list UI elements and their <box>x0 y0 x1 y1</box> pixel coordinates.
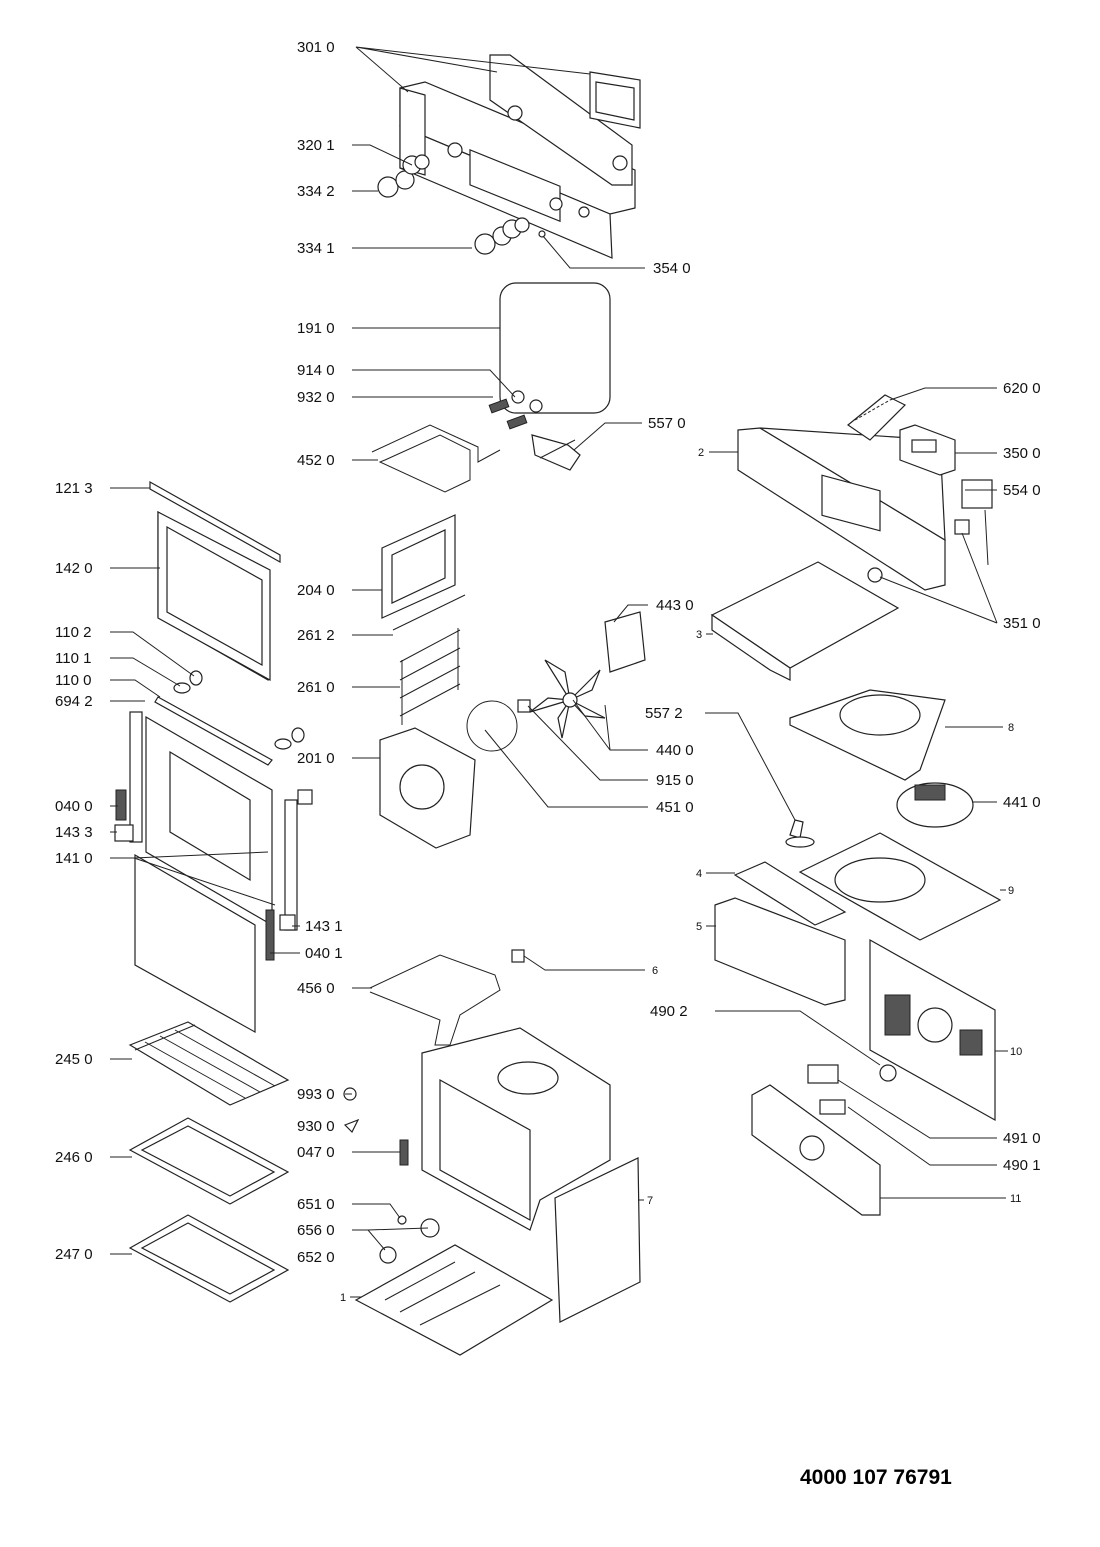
label-143-1: 143 1 <box>305 918 343 935</box>
label-1: 1 <box>340 1292 346 1304</box>
label-201-0: 201 0 <box>297 750 335 767</box>
label-440-0: 440 0 <box>656 742 694 759</box>
label-651-0: 651 0 <box>297 1196 335 1213</box>
part-labels: 301 0 320 1 334 2 334 1 354 0 191 0 914 … <box>55 39 1041 1304</box>
door-washers <box>154 670 305 766</box>
label-652-0: 652 0 <box>297 1249 335 1266</box>
label-246-0: 246 0 <box>55 1149 93 1166</box>
label-4: 4 <box>696 868 702 880</box>
label-10: 10 <box>1010 1046 1022 1058</box>
terminal-block <box>846 394 907 441</box>
label-915-0: 915 0 <box>656 772 694 789</box>
label-456-0: 456 0 <box>297 980 335 997</box>
label-040-1: 040 1 <box>305 945 343 962</box>
back-plate-201 <box>379 727 476 849</box>
label-490-1: 490 1 <box>1003 1157 1041 1174</box>
relay <box>867 479 993 583</box>
label-5: 5 <box>696 921 702 933</box>
label-557-2: 557 2 <box>645 705 683 722</box>
label-191-0: 191 0 <box>297 320 335 337</box>
label-245-0: 245 0 <box>55 1051 93 1068</box>
label-2: 2 <box>698 447 704 459</box>
label-334-1: 334 1 <box>297 240 335 257</box>
side-rails <box>399 628 461 725</box>
door-inner <box>114 711 313 961</box>
circular-element-and-fan <box>466 611 646 752</box>
label-334-2: 334 2 <box>297 183 335 200</box>
timer <box>899 424 956 476</box>
label-441-0: 441 0 <box>1003 794 1041 811</box>
lower-element-456 <box>369 949 525 1046</box>
label-261-2: 261 2 <box>297 627 335 644</box>
label-451-0: 451 0 <box>656 799 694 816</box>
label-247-0: 247 0 <box>55 1246 93 1263</box>
label-6: 6 <box>652 965 658 977</box>
rear-panel-10 <box>869 938 996 1122</box>
label-110-1: 110 1 <box>55 650 91 667</box>
document-number: 4000 107 76791 <box>800 1466 952 1489</box>
label-143-3: 143 3 <box>55 824 93 841</box>
label-932-0: 932 0 <box>297 389 335 406</box>
label-993-0: 993 0 <box>297 1086 335 1103</box>
label-9: 9 <box>1008 885 1014 897</box>
thermostat <box>531 434 581 471</box>
label-047-0: 047 0 <box>297 1144 335 1161</box>
label-142-0: 142 0 <box>55 560 93 577</box>
label-261-0: 261 0 <box>297 679 335 696</box>
display-frame <box>589 71 641 129</box>
label-7: 7 <box>647 1195 653 1207</box>
bottom-panel-1 <box>354 1244 554 1356</box>
label-141-0: 141 0 <box>55 850 93 867</box>
label-491-0: 491 0 <box>1003 1130 1041 1147</box>
label-040-0: 040 0 <box>55 798 93 815</box>
door-outer-glass <box>149 480 281 682</box>
label-11: 11 <box>1010 1193 1021 1205</box>
oven-racks-and-trays <box>128 1021 290 1303</box>
grill-element <box>371 390 543 493</box>
label-443-0: 443 0 <box>656 597 694 614</box>
label-930-0: 930 0 <box>297 1118 335 1135</box>
oven-cavity <box>343 1027 641 1323</box>
leader-lines <box>110 46 1008 1298</box>
label-204-0: 204 0 <box>297 582 335 599</box>
ducts-4-5 <box>714 861 847 1006</box>
cover-3 <box>710 561 900 681</box>
door-gasket <box>499 282 611 414</box>
back-panel-2 <box>737 427 946 591</box>
door-glass-inner <box>134 853 256 1034</box>
label-320-1: 320 1 <box>297 137 335 154</box>
back-guard-204 <box>381 514 466 631</box>
top-panel-9 <box>798 832 1002 941</box>
label-3: 3 <box>696 629 702 641</box>
label-557-0: 557 0 <box>648 415 686 432</box>
control-panel <box>399 81 636 259</box>
label-8: 8 <box>1008 722 1014 734</box>
label-452-0: 452 0 <box>297 452 335 469</box>
fan-motor-441 <box>896 782 974 828</box>
label-110-0: 110 0 <box>55 672 91 689</box>
label-354-0: 354 0 <box>653 260 691 277</box>
label-350-0: 350 0 <box>1003 445 1041 462</box>
fan-cover-8 <box>789 689 946 781</box>
label-656-0: 656 0 <box>297 1222 335 1239</box>
sensor-557-2 <box>785 819 815 848</box>
knobs <box>377 154 530 255</box>
label-351-0: 351 0 <box>1003 615 1041 632</box>
panel-cover <box>489 54 633 186</box>
label-620-0: 620 0 <box>1003 380 1041 397</box>
plinth-11 <box>751 1064 897 1216</box>
label-301-0: 301 0 <box>297 39 335 56</box>
label-914-0: 914 0 <box>297 362 335 379</box>
label-554-0: 554 0 <box>1003 482 1041 499</box>
label-694-2: 694 2 <box>55 693 93 710</box>
label-490-2: 490 2 <box>650 1003 688 1020</box>
label-110-2: 110 2 <box>55 624 91 641</box>
label-121-3: 121 3 <box>55 480 93 497</box>
